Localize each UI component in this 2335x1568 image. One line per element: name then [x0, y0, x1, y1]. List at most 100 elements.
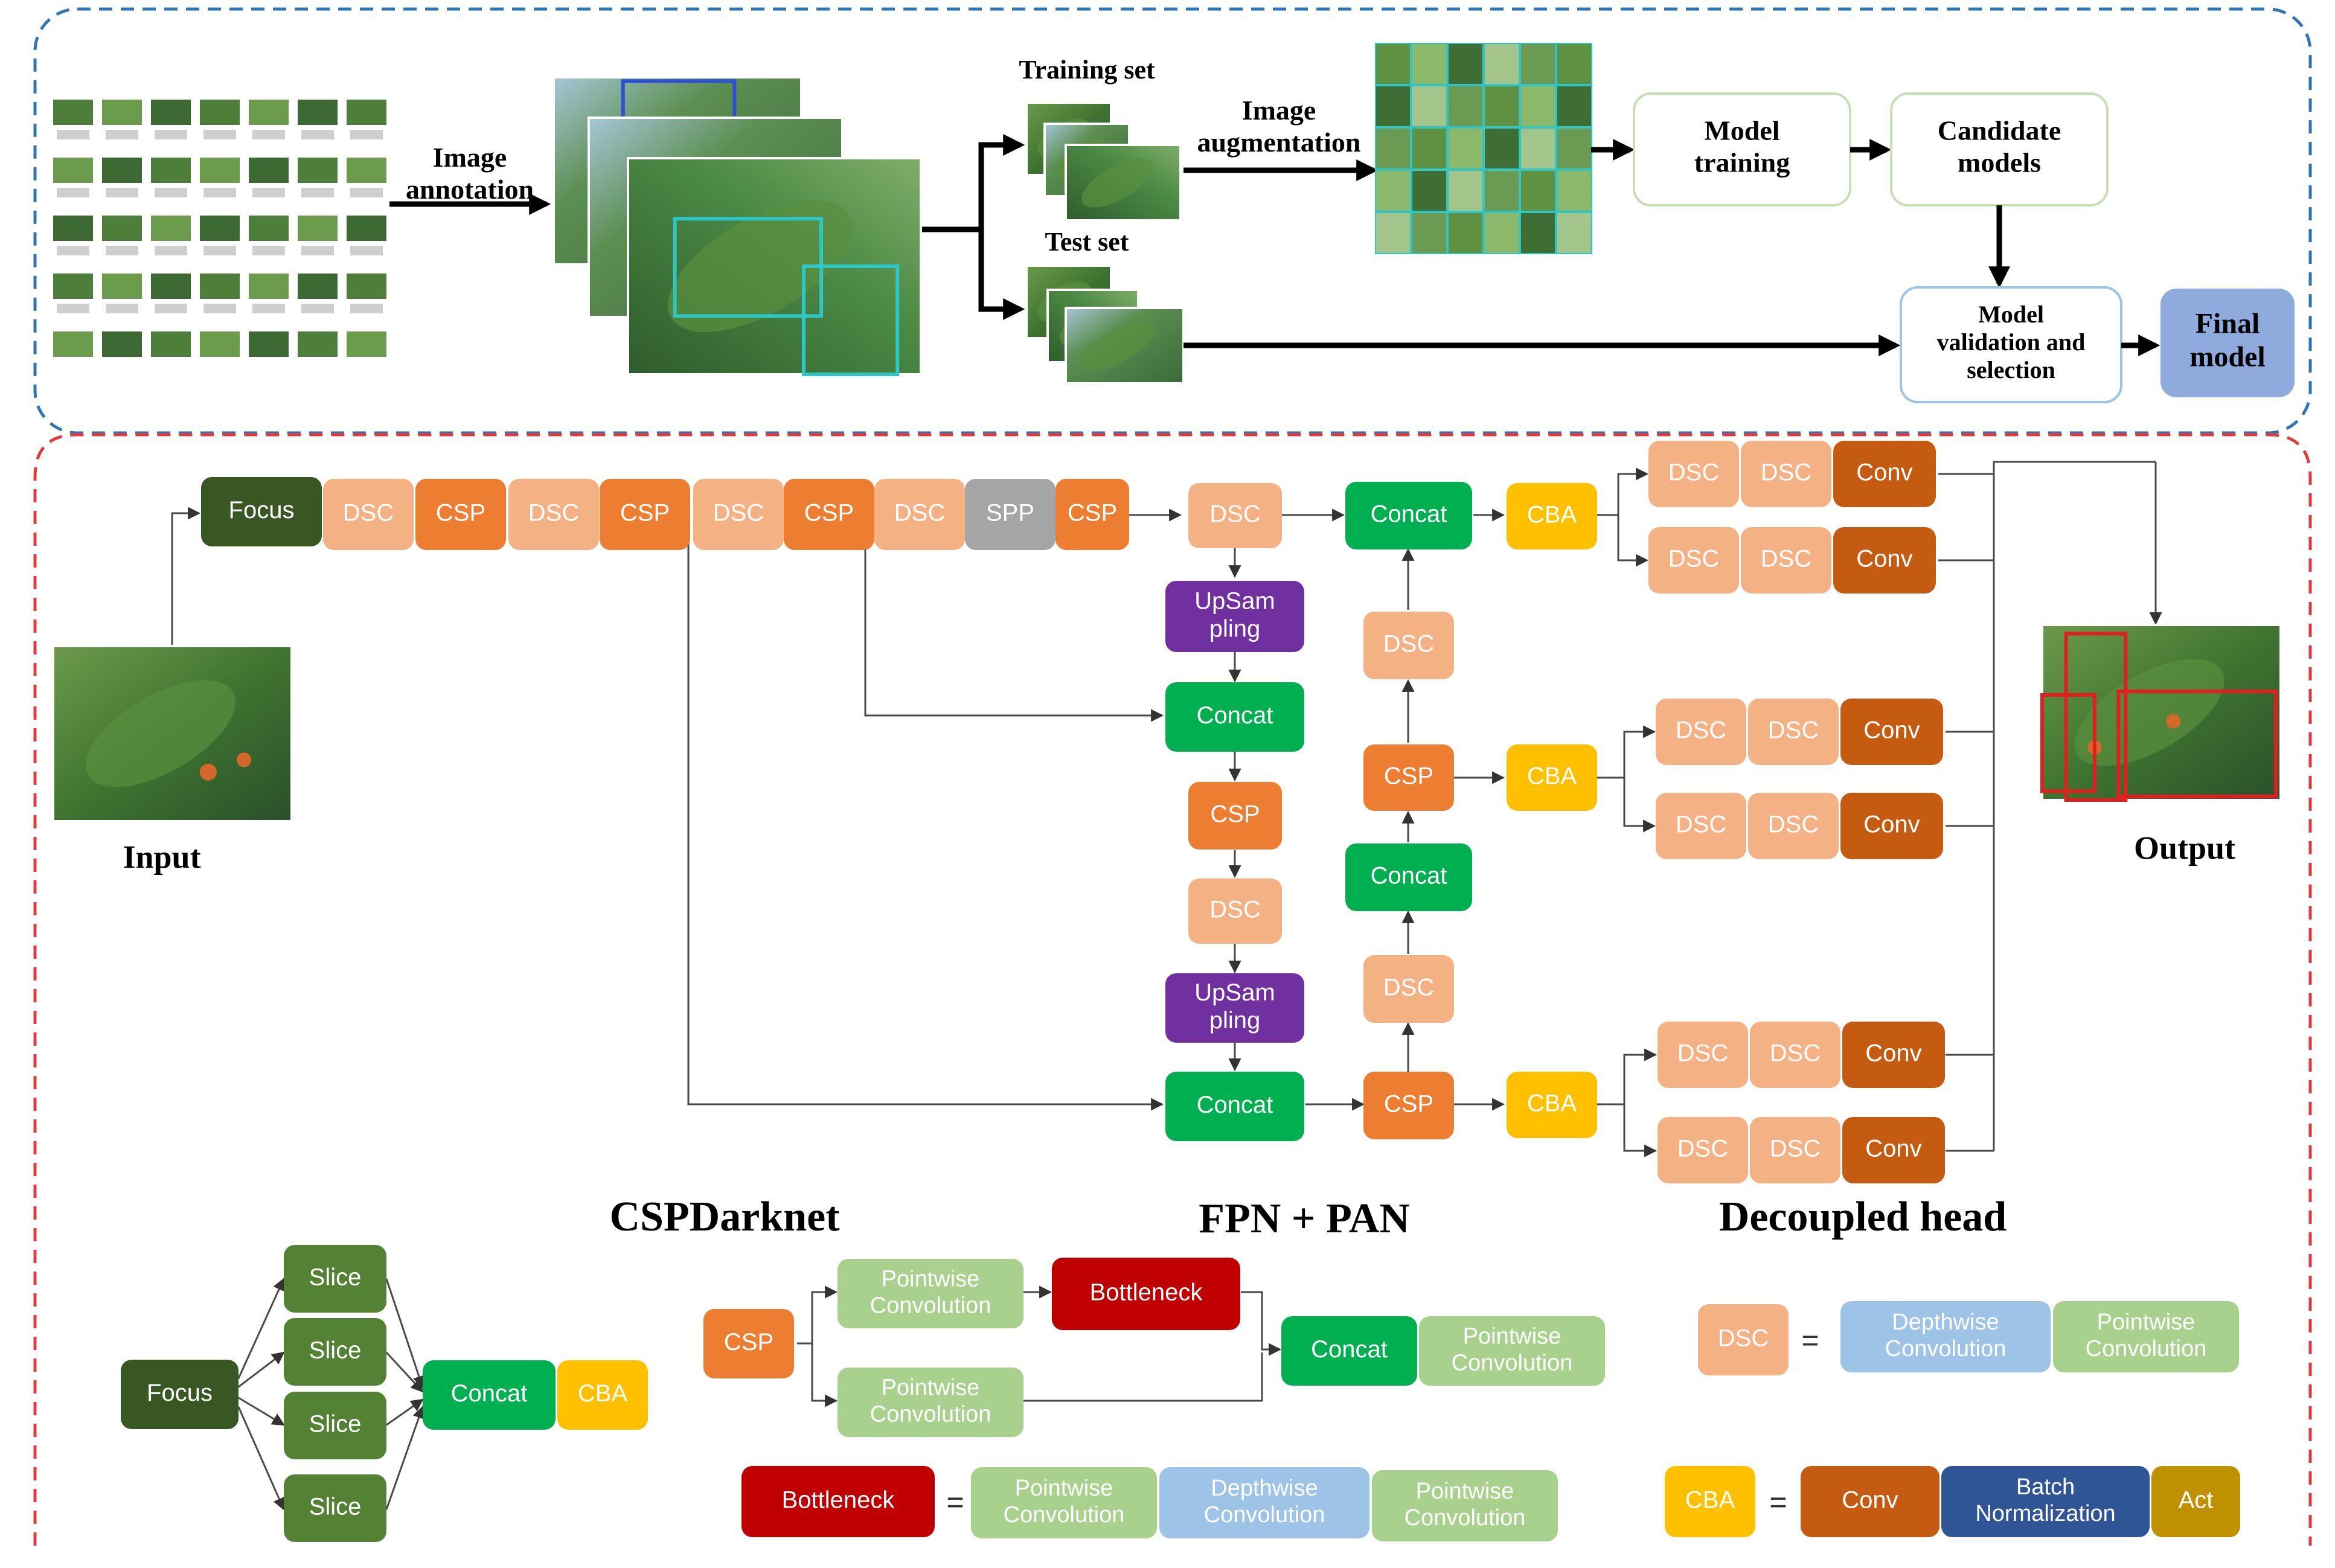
cba-top: CBA: [1507, 483, 1597, 549]
annotated-image-front: [627, 157, 922, 376]
fpn-concat-1: Concat: [1165, 682, 1304, 752]
focus-legend-connector: [238, 1351, 285, 1388]
thumbnail-caption: [252, 246, 285, 255]
legend-slice-4-label: Slice: [309, 1494, 362, 1520]
legend-cba-conv-shape: [1801, 1466, 1939, 1537]
input-to-focus: [171, 507, 201, 646]
head-row-4-dsc-2-label: DSC: [1768, 811, 1819, 838]
dataset-thumbnail: [347, 100, 386, 125]
thumbnail-caption: [57, 188, 89, 197]
legend-slice-3: Slice: [284, 1392, 386, 1459]
thumbnail-caption: [252, 304, 285, 313]
backbone-block-csp-2-shape: [415, 479, 506, 550]
legend-focus-concat: Concat: [423, 1360, 556, 1430]
legend-focus-concat-shape: [423, 1360, 556, 1430]
cba-bottom-to-head-2: [1623, 1104, 1658, 1157]
dataset-thumbnail: [200, 274, 240, 299]
legend-cba-label: CBA: [1685, 1487, 1735, 1514]
focus-legend-connector: [385, 1406, 425, 1510]
legend-dsc: DSC: [1698, 1304, 1789, 1375]
backbone-block-csp-4-label: CSP: [620, 500, 670, 526]
backbone-block-dsc-3-label: DSC: [528, 500, 579, 526]
focus-legend-connector: [238, 1397, 285, 1426]
arrow-to-test-set: [978, 229, 1025, 320]
head-row-1-dsc-2-shape: [1741, 441, 1831, 507]
head-row-2-conv-shape: [1833, 527, 1936, 594]
backbone-block-csp-4-shape: [600, 479, 690, 550]
dataset-thumbnail: [249, 158, 289, 183]
dataset-thumbnail: [249, 331, 289, 357]
output-image-bbox: [2040, 693, 2096, 793]
legend-csp-bottleneck-shape: [1052, 1258, 1240, 1330]
backbone-block-focus-0-label: Focus: [229, 497, 295, 523]
backbone-block-csp-6: CSP: [784, 479, 874, 550]
head-row-2-conv: Conv: [1833, 527, 1936, 594]
head-row-3-dsc-1: DSC: [1656, 699, 1746, 765]
dataset-thumbnail: [249, 274, 289, 299]
pan-concat-top-label: Concat: [1371, 501, 1447, 528]
thumbnail-caption: [57, 304, 89, 313]
augmented-tile: [1375, 85, 1411, 127]
augmented-tile: [1484, 127, 1520, 170]
legend-slice-3-shape: [284, 1392, 386, 1459]
dataset-thumbnail: [53, 274, 93, 299]
thumbnail-caption: [57, 130, 89, 139]
annotated-image-front-bbox: [802, 264, 900, 376]
head-row-4-dsc-1-label: DSC: [1676, 811, 1726, 838]
backbone-block-csp-4: CSP: [600, 479, 690, 550]
augmented-tile: [1484, 212, 1520, 254]
cba-mid-to-head-1: [1594, 725, 1656, 779]
pan-dsc-upper: DSC: [1363, 612, 1454, 679]
head-row-1-dsc-1: DSC: [1648, 441, 1739, 507]
head-row-2-dsc-2-shape: [1741, 527, 1831, 594]
legend-csp-bottleneck-label: Bottleneck: [1090, 1279, 1203, 1306]
legend-slice-1-shape: [284, 1245, 386, 1313]
legend-csp-pointwise-2-label-line-1: Pointwise: [882, 1375, 980, 1401]
backbone-block-csp-2: CSP: [415, 479, 506, 550]
cba-mid-shape: [1507, 744, 1597, 811]
pan-csp-bottom-label: CSP: [1384, 1091, 1433, 1118]
head-row-6-dsc-2: DSC: [1750, 1117, 1840, 1183]
test-image-3-image: [1065, 307, 1185, 385]
dataset-thumbnail: [151, 216, 191, 241]
backbone-block-dsc-5-shape: [693, 479, 784, 550]
annotated-image-front-leaf: [668, 200, 852, 332]
head-row-6-conv-label: Conv: [1865, 1136, 1921, 1162]
dataset-thumbnail: [151, 158, 191, 183]
augmented-tile: [1484, 170, 1520, 212]
backbone-block-dsc-5: DSC: [693, 479, 784, 550]
head-row-3-conv-shape: [1840, 699, 1943, 765]
fpn-upsampling-1-shape: [1165, 581, 1304, 652]
fpn-concat-2: Concat: [1165, 1072, 1304, 1141]
model-training-box-label-line-2: training: [1694, 147, 1790, 178]
training-image-3-leaf: [1081, 158, 1153, 208]
backbone-block-spp-8-label: SPP: [986, 500, 1034, 526]
head-row-4-dsc-2-shape: [1748, 793, 1839, 859]
cba-top-shape: [1507, 483, 1597, 549]
legend-csp-pointwise-3-shape: [1419, 1316, 1605, 1386]
cba-top-label: CBA: [1527, 502, 1577, 528]
augmented-tile: [1375, 212, 1411, 254]
head-row-4-conv-shape: [1840, 793, 1943, 859]
backbone-block-dsc-1: DSC: [323, 479, 414, 550]
backbone-block-dsc-3: DSC: [508, 479, 599, 550]
head-row-3-dsc-2-label: DSC: [1768, 717, 1819, 744]
thumbnail-caption: [203, 188, 236, 197]
augmented-tile: [1411, 127, 1447, 170]
legend-bottleneck: Bottleneck: [741, 1466, 935, 1537]
legend-csp-pointwise-2-label-line-2: Convolution: [870, 1401, 991, 1427]
output-label: Output: [2134, 830, 2235, 866]
head-row-6-dsc-1-shape: [1658, 1117, 1748, 1183]
legend-bottleneck-label: Bottleneck: [782, 1487, 895, 1514]
test-image-3-leaf: [1082, 320, 1156, 371]
pan-dsc-upper-shape: [1363, 612, 1454, 679]
legend-focus-shape: [121, 1360, 239, 1429]
head-row-3-dsc-2: DSC: [1748, 699, 1839, 765]
thumbnail-caption: [252, 188, 285, 197]
pan-csp-mid-shape: [1363, 744, 1454, 811]
